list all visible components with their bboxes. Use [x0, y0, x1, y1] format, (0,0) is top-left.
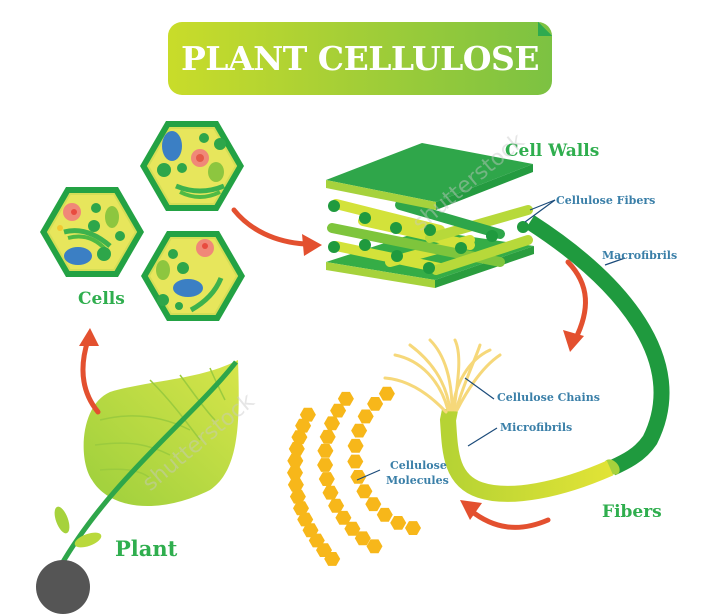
glucose-unit — [291, 430, 308, 445]
glucose-unit — [287, 477, 304, 492]
diagram-title: PLANT CELLULOSE — [180, 39, 540, 78]
label-cellulose-chains: Cellulose Chains — [497, 391, 600, 404]
plant-illustration — [54, 360, 239, 567]
label-plant: Plant — [115, 536, 178, 561]
cells-illustration — [39, 120, 246, 322]
cellulose-chains — [383, 338, 502, 414]
label-cells: Cells — [78, 289, 125, 309]
plant-cell — [139, 120, 245, 212]
label-cell-walls: Cell Walls — [505, 141, 600, 161]
glucose-unit — [351, 423, 368, 438]
glucose-unit — [330, 403, 347, 418]
label-microfibrils: Microfibrils — [500, 421, 573, 434]
arrow-plant-to-cells — [80, 337, 101, 415]
microfibril-strand — [439, 408, 614, 502]
title-banner: PLANT CELLULOSE — [168, 22, 552, 95]
banner-folded-corner — [538, 22, 552, 36]
glucose-unit — [366, 539, 383, 554]
plant-cell — [39, 186, 145, 278]
cellulose-molecules — [287, 386, 421, 566]
glucose-unit — [297, 512, 314, 527]
glucose-unit — [356, 484, 373, 499]
glucose-unit — [347, 438, 364, 453]
glucose-unit — [287, 453, 304, 468]
diagram-canvas: PLANT CELLULOSE — [36, 22, 678, 614]
glucose-unit — [288, 441, 305, 456]
glucose-unit — [335, 510, 352, 525]
glucose-unit — [344, 521, 361, 536]
macrofibril-strand — [525, 215, 670, 476]
arrow-walls-to-fibers — [565, 259, 588, 343]
glucose-unit — [319, 429, 336, 444]
glucose-unit — [376, 507, 393, 522]
arrow-cells-to-walls — [231, 207, 308, 247]
glucose-unit — [293, 501, 309, 516]
glucose-unit — [347, 454, 364, 469]
glucose-unit — [328, 498, 345, 513]
glucose-unit — [302, 523, 319, 538]
label-cellulose-fibers: Cellulose Fibers — [556, 194, 656, 207]
glucose-unit — [365, 497, 382, 512]
cell-walls-illustration — [326, 143, 534, 288]
process-arrows — [80, 207, 588, 530]
glucose-unit — [289, 489, 306, 504]
leader-lines — [356, 199, 626, 481]
glucose-unit — [390, 516, 407, 530]
glucose-unit — [317, 458, 334, 472]
glucose-unit — [318, 472, 335, 486]
label-cellulose-molecules-line2: Molecules — [386, 474, 449, 487]
label-cellulose-molecules-line1: Cellulose — [390, 459, 447, 472]
overlay-button[interactable] — [36, 560, 90, 614]
glucose-unit — [337, 391, 354, 406]
arrow-fibers-to-molecules — [467, 507, 551, 530]
glucose-unit — [350, 470, 367, 484]
glucose-unit — [354, 531, 371, 546]
glucose-unit — [299, 407, 316, 422]
glucose-unit — [295, 418, 312, 433]
glucose-unit — [378, 386, 395, 401]
label-fibers: Fibers — [602, 502, 662, 522]
plant-cell — [140, 230, 246, 322]
glucose-unit — [357, 409, 374, 424]
diagram-illustration — [39, 120, 670, 567]
glucose-unit — [324, 416, 340, 431]
label-macrofibrils: Macrofibrils — [602, 249, 678, 262]
glucose-unit — [367, 397, 384, 411]
glucose-unit — [287, 465, 303, 480]
glucose-unit — [317, 443, 334, 458]
glucose-unit — [405, 521, 421, 535]
glucose-unit — [322, 485, 339, 500]
